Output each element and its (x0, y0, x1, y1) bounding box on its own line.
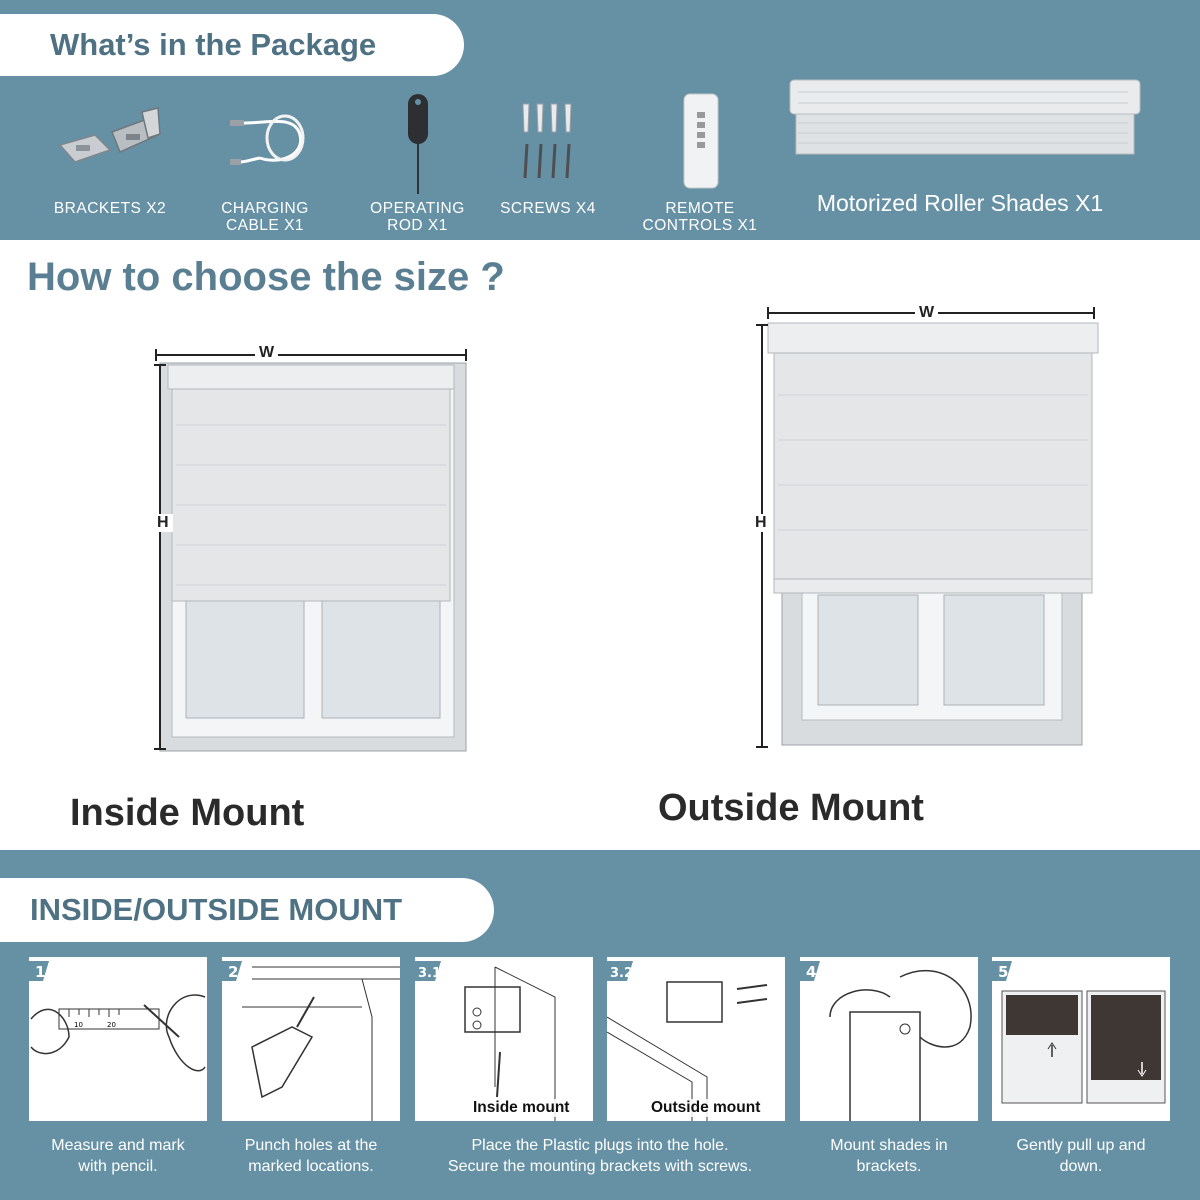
ruler-tick-10: 10 (74, 1021, 83, 1029)
package-item-label: OPERATING ROD X1 (370, 200, 465, 234)
size-guide-title: How to choose the size ? (27, 255, 505, 299)
inside-mount-diagram (154, 349, 467, 752)
step-5-panel: 5 (992, 957, 1170, 1121)
charging-cable-icon (230, 114, 305, 165)
step-badge: 5 (998, 963, 1008, 981)
step-1-panel: 1 10 20 (29, 957, 207, 1121)
step-badge: 3.1 (418, 966, 441, 981)
operating-rod-icon (408, 94, 428, 194)
package-item-screws: SCREWS X4 (493, 90, 603, 240)
outside-width-label: W (915, 304, 939, 322)
inside-mount-label: Inside Mount (70, 792, 305, 834)
package-item-label: BRACKETS X2 (53, 200, 167, 217)
package-item-remote: REMOTE CONTROLS X1 (640, 90, 760, 240)
inside-height-label: H (153, 514, 173, 532)
package-item-label: SCREWS X4 (500, 200, 596, 217)
roller-shade-label: Motorized Roller Shades X1 (816, 190, 1104, 216)
step-badge: 3.2 (610, 966, 633, 981)
step-2-panel: 2 (222, 957, 400, 1121)
inside-mount-tag: Inside mount (473, 1099, 570, 1117)
outside-mount-label: Outside Mount (658, 787, 924, 829)
remote-control-icon (683, 93, 719, 189)
package-item-operating-rod: OPERATING ROD X1 (355, 90, 480, 240)
measure-illustration: 1 10 20 (29, 961, 206, 1072)
outside-height-label: H (751, 514, 771, 532)
package-item-label: REMOTE CONTROLS X1 (642, 200, 758, 234)
step-3-caption: Place the Plastic plugs into the hole. S… (447, 1137, 753, 1175)
package-item-label: CHARGING CABLE X1 (221, 200, 309, 234)
brackets-icon (58, 107, 161, 163)
step-1-caption: Measure and mark with pencil. (51, 1137, 185, 1175)
pull-shade-illustration: 5 (992, 961, 1166, 1104)
outside-mount-diagram (756, 307, 1099, 748)
outside-mount-illustration: 3.2 (607, 961, 768, 1121)
step-2-caption: Punch holes at the marked locations. (244, 1137, 378, 1175)
screws-icon (522, 103, 572, 179)
drill-illustration: 2 (222, 961, 400, 1121)
mount-title: INSIDE/OUTSIDE MOUNT (0, 878, 494, 942)
step-badge: 4 (806, 963, 816, 981)
step-4-caption: Mount shades in brackets. (830, 1137, 948, 1175)
package-item-charging-cable: CHARGING CABLE X1 (200, 90, 330, 240)
step-4-panel: 4 (800, 957, 978, 1121)
inside-mount-illustration: 3.1 (415, 961, 556, 1121)
package-title: What’s in the Package (0, 14, 464, 76)
outside-mount-tag: Outside mount (651, 1099, 761, 1117)
inside-width-label: W (255, 344, 279, 362)
ruler-tick-20: 20 (107, 1021, 116, 1029)
roller-shade-image (789, 79, 1141, 155)
step-badge: 1 (35, 963, 45, 981)
step-3-1-panel: 3.1 Inside mount (415, 957, 593, 1121)
step-5-caption: Gently pull up and down. (1016, 1137, 1146, 1175)
step-3-2-panel: 3.2 Outside mount (607, 957, 785, 1121)
step-badge: 2 (228, 963, 238, 981)
mount-shade-illustration: 4 (800, 961, 972, 1121)
package-item-brackets: BRACKETS X2 (40, 90, 180, 240)
